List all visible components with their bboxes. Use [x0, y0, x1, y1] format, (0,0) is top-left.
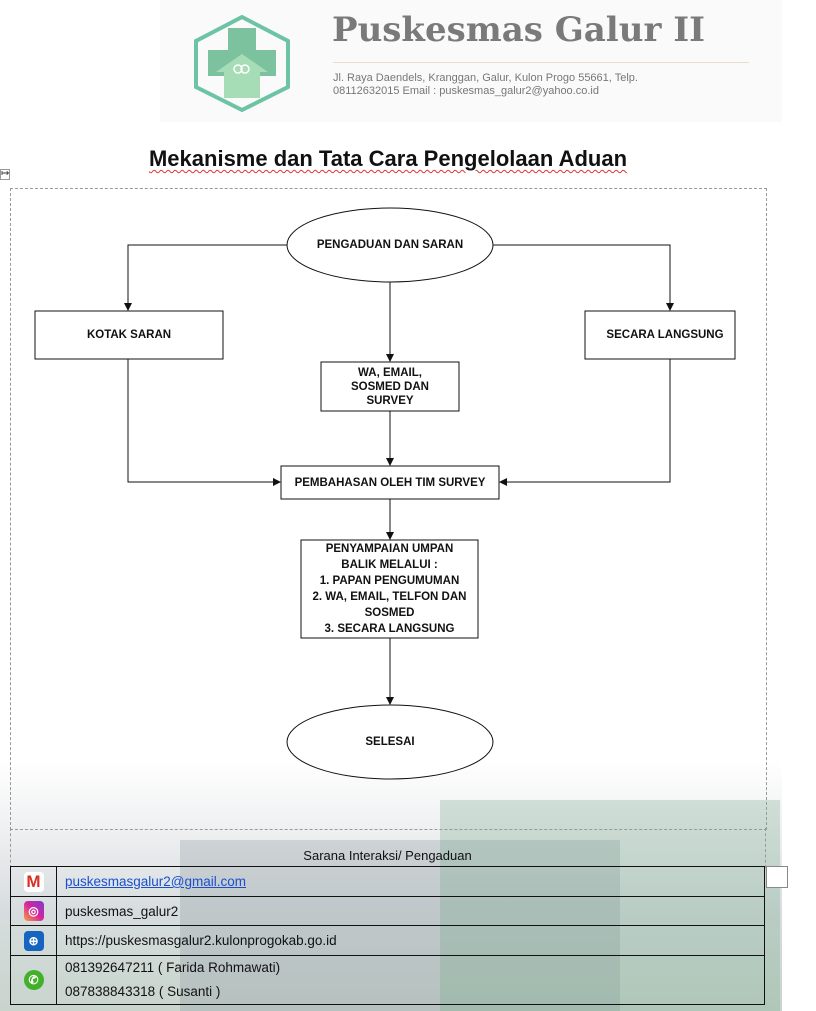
middle-line: SURVEY — [366, 394, 414, 407]
gmail-icon: M — [23, 871, 44, 892]
arrow-to-right — [493, 244, 674, 311]
instagram-icon: ◎ — [23, 901, 44, 921]
phone-2: 087838843318 ( Susanti ) — [65, 984, 221, 999]
whatsapp-icon: ✆ — [23, 970, 44, 990]
feedback-label: PENYAMPAIAN UMPAN BALIK MELALUI : 1. PAP… — [301, 540, 478, 638]
feedback-line: BALIK MELALUI : — [341, 559, 438, 571]
end-label: SELESAI — [365, 736, 415, 748]
start-label: PENGADUAN DAN SARAN — [316, 239, 464, 251]
feedback-line: PENYAMPAIAN UMPAN — [325, 543, 454, 555]
feedback-line: 2. WA, EMAIL, TELFON DAN — [312, 591, 467, 603]
table-move-handle[interactable]: ↦ — [0, 168, 10, 180]
website-url: https://puskesmasgalur2.kulonprogokab.go… — [56, 925, 765, 956]
feedback-box — [300, 539, 479, 639]
discussion-label: PEMBAHASAN OLEH TIM SURVEY — [294, 476, 486, 489]
frame-edge-right — [765, 828, 766, 868]
arrow-right-to-discussion — [499, 359, 671, 486]
flowchart-frame — [10, 188, 767, 830]
contacts-table: M puskesmasgalur2@gmail.com ◎ puskesmas_… — [10, 866, 765, 1005]
right-box — [584, 310, 736, 360]
table-row: M puskesmasgalur2@gmail.com — [10, 866, 765, 897]
table-row: ◎ puskesmas_galur2 — [10, 896, 765, 926]
email-link[interactable]: puskesmasgalur2@gmail.com — [65, 874, 247, 889]
contacts-caption: Sarana Interaksi/ Pengaduan — [303, 848, 472, 863]
feedback-line: 3. SECARA LANGSUNG — [324, 623, 455, 635]
brand-name: Puskesmas Galur II — [332, 10, 706, 50]
letterhead: Puskesmas Galur II Jl. Raya Daendels, Kr… — [160, 0, 782, 122]
title-text: Mekanisme dan Tata Cara Pengelolaan Adua… — [148, 146, 628, 171]
middle-box — [320, 361, 460, 412]
end-ellipse — [286, 704, 494, 780]
arrow-left-to-discussion — [127, 359, 281, 486]
middle-label: WA, EMAIL, SOSMED DAN SURVEY — [321, 362, 459, 411]
address: Jl. Raya Daendels, Kranggan, Galur, Kulo… — [333, 72, 753, 98]
middle-line: WA, EMAIL, — [358, 366, 422, 379]
address-line-2: 08112632015 Email : puskesmas_galur2@yah… — [333, 85, 599, 97]
table-row: ✆ 081392647211 ( Farida Rohmawati) 08783… — [10, 955, 765, 1005]
phone-1: 081392647211 ( Farida Rohmawati) — [65, 960, 281, 975]
left-label: KOTAK SARAN — [86, 329, 172, 341]
middle-line: SOSMED DAN — [351, 380, 429, 393]
table-resize-handle[interactable] — [766, 866, 788, 888]
feedback-line: 1. PAPAN PENGUMUMAN — [319, 575, 460, 587]
arrow-to-left — [124, 244, 287, 311]
header-divider — [333, 62, 749, 63]
frame-edge-left — [10, 828, 11, 868]
right-label: SECARA LANGSUNG — [606, 329, 724, 341]
address-line-1: Jl. Raya Daendels, Kranggan, Galur, Kulo… — [333, 72, 638, 84]
table-row: ⊕ https://puskesmasgalur2.kulonprogokab.… — [10, 925, 765, 956]
globe-icon: ⊕ — [23, 930, 44, 951]
instagram-handle: puskesmas_galur2 — [56, 896, 765, 926]
page-title: Mekanisme dan Tata Cara Pengelolaan Adua… — [0, 146, 776, 172]
feedback-line: SOSMED — [364, 607, 415, 619]
puskesmas-logo — [194, 14, 290, 112]
left-box — [34, 310, 224, 360]
